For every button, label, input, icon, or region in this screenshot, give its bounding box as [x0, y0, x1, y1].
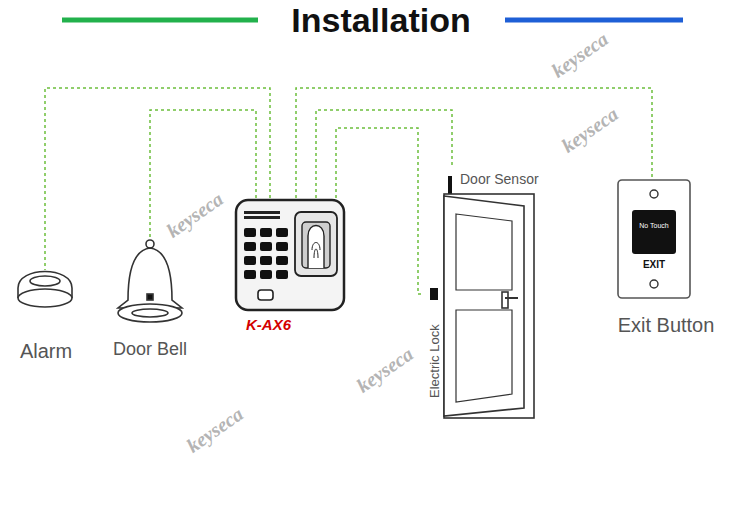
fingerprint-terminal-part-part	[260, 270, 272, 279]
watermark: keyseca	[352, 342, 417, 397]
page-title: Installation	[291, 2, 470, 39]
exit-button-icon-part	[618, 180, 690, 298]
fingerprint-terminal-part-part	[276, 242, 288, 251]
door-bell-icon-part	[132, 309, 168, 317]
device-label: Exit Button	[618, 314, 715, 337]
fingerprint-terminal-part	[308, 226, 324, 269]
fingerprint-terminal-part-part	[276, 228, 288, 237]
door-illustration-part	[502, 292, 508, 308]
model-name: K-AX6	[246, 316, 291, 333]
door-bell-icon-part	[147, 294, 153, 300]
door-illustration	[430, 176, 534, 418]
door-illustration-part	[448, 176, 452, 194]
title-rule-part	[62, 18, 258, 23]
button-face-text: No Touch	[639, 222, 668, 230]
fingerprint-terminal-part	[258, 290, 273, 300]
device-label: Alarm	[20, 340, 72, 363]
door-bell-icon	[118, 240, 182, 322]
fingerprint-terminal-part	[295, 212, 337, 276]
alarm-icon-part	[18, 289, 72, 307]
part-label: Door Sensor	[460, 171, 539, 187]
door-illustration-part	[444, 194, 534, 418]
signal-wire	[336, 128, 424, 294]
exit-button-icon	[618, 180, 690, 298]
title-rule-part	[505, 18, 683, 23]
button-caption: EXIT	[643, 259, 665, 271]
fingerprint-terminal-part-part	[260, 228, 272, 237]
signal-wire	[45, 88, 270, 270]
door-bell-icon-part	[118, 304, 182, 322]
alarm-device: Alarm	[4, 270, 88, 362]
door-illustration-part	[456, 214, 512, 290]
fingerprint-terminal-part	[302, 222, 330, 268]
door-bell-icon-part	[118, 248, 182, 308]
door-bell-icon-part	[146, 240, 154, 248]
alarm-icon	[18, 272, 72, 308]
exit-button-icon-part	[650, 280, 658, 288]
fingerprint-terminal-part-part	[244, 242, 256, 251]
fingerprint-terminal-part	[244, 216, 280, 219]
fingerprint-terminal-part-part	[244, 256, 256, 265]
exit-button-icon-part	[632, 210, 676, 254]
door-illustration-part	[456, 310, 512, 402]
fingerprint-terminal-part-part	[276, 270, 288, 279]
exit-button: No TouchEXIT Exit Button	[604, 180, 728, 340]
watermark: keyseca	[162, 187, 227, 242]
fingerprint-terminal-part	[312, 243, 320, 259]
door-bell-device: Door Bell	[100, 238, 200, 362]
watermark: keyseca	[547, 27, 612, 82]
door-illustration-part	[444, 196, 524, 416]
device-label: Door Bell	[113, 339, 187, 360]
part-label: Electric Lock	[428, 324, 443, 398]
door: Door SensorElectric Lock	[424, 166, 544, 420]
fingerprint-terminal-part	[244, 228, 288, 279]
fingerprint-terminal-part-part	[260, 242, 272, 251]
watermark: keyseca	[557, 102, 622, 157]
fingerprint-terminal-part	[236, 200, 344, 310]
fingerprint-terminal-part-part	[276, 256, 288, 265]
fingerprint-terminal-part	[244, 211, 280, 214]
exit-button-icon-part	[650, 190, 658, 198]
fingerprint-terminal-part-part	[260, 256, 272, 265]
fingerprint-terminal-part-part	[244, 270, 256, 279]
signal-wire	[296, 88, 652, 198]
door-illustration-part	[430, 288, 438, 300]
door-illustration-part	[505, 297, 518, 299]
fingerprint-terminal-part-part	[244, 228, 256, 237]
alarm-icon-part	[30, 276, 60, 286]
watermark: keyseca	[182, 402, 247, 457]
fingerprint-terminal	[236, 200, 344, 310]
access-terminal: K-AX6	[232, 198, 348, 340]
